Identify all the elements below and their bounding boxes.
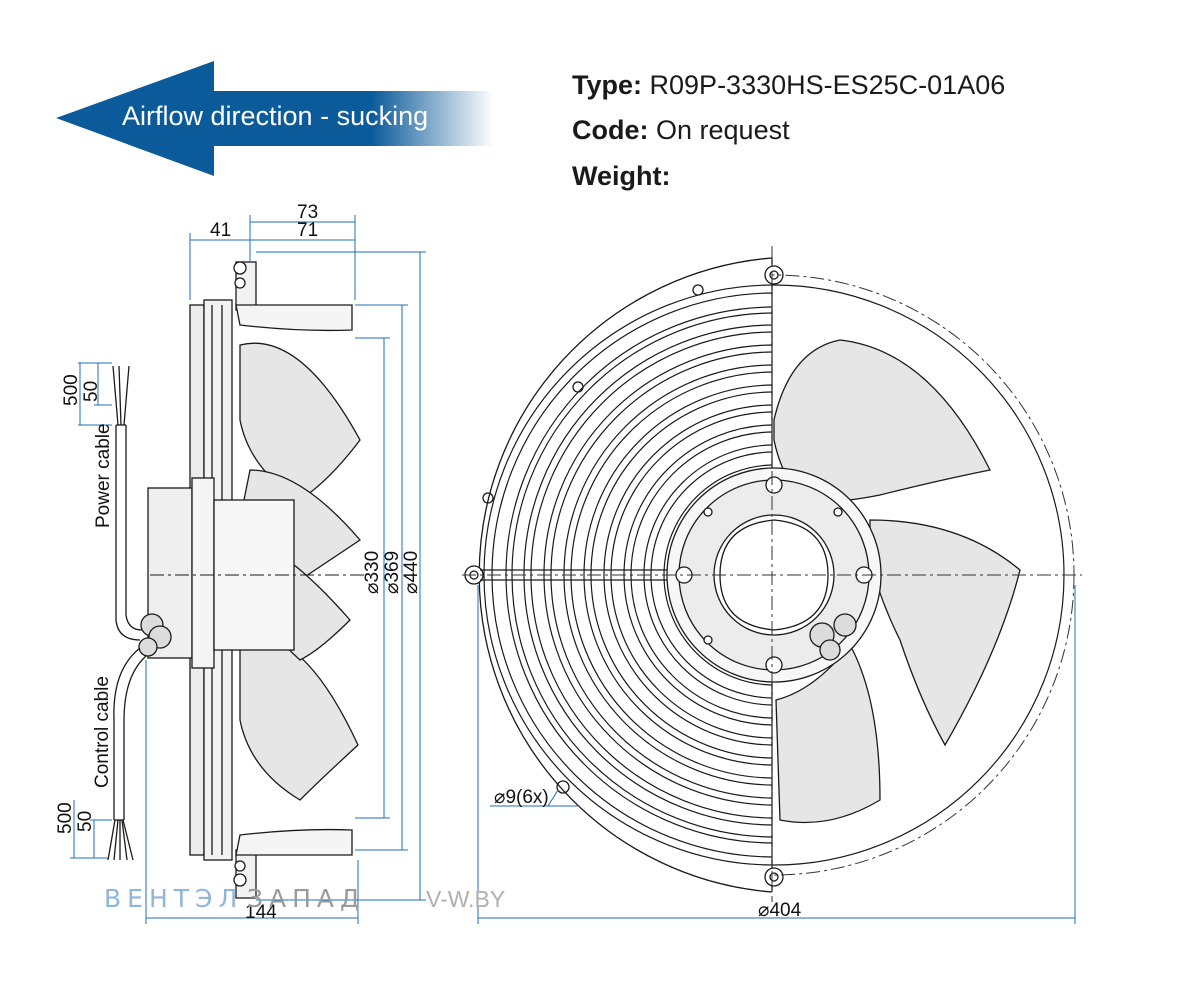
side-dimension-labels: 73 71 41 144 ⌀330 ⌀369 ⌀440 Power cable … xyxy=(55,202,422,923)
front-dimension-lines xyxy=(477,585,1076,924)
center-axes xyxy=(462,246,1082,902)
dia-404: ⌀404 xyxy=(758,900,802,921)
watermark-part1: ВЕНТЭЛ xyxy=(104,884,244,913)
code-value: On request xyxy=(656,115,790,145)
airflow-direction-label: Airflow direction - sucking xyxy=(122,101,429,131)
dim-73: 73 xyxy=(297,202,318,223)
type-label: Type: xyxy=(572,70,643,100)
watermark-part2: ЗАПАД xyxy=(247,884,366,913)
control-cable-label: Control cable xyxy=(92,676,113,788)
watermark-site: V-W.BY xyxy=(426,886,506,912)
side-view xyxy=(107,261,368,899)
control-500: 500 xyxy=(55,802,76,834)
dia-330: ⌀330 xyxy=(362,551,383,594)
airflow-arrow xyxy=(56,61,494,176)
front-dimension-labels: ⌀404 ⌀9(6x) xyxy=(494,787,802,921)
impeller-blades xyxy=(773,339,1021,824)
power-cable-label: Power cable xyxy=(93,423,114,528)
dim-71: 71 xyxy=(297,220,318,241)
code-row: Code: On request xyxy=(572,117,790,144)
side-dimension-lines xyxy=(70,215,426,924)
code-label: Code: xyxy=(572,115,649,145)
power-50: 50 xyxy=(81,381,102,402)
weight-label: Weight: xyxy=(572,161,671,191)
control-50: 50 xyxy=(75,811,96,832)
dia-440: ⌀440 xyxy=(401,551,422,594)
hole-note: ⌀9(6x) xyxy=(494,787,549,808)
power-500: 500 xyxy=(61,374,82,406)
type-row: Type: R09P-3330HS-ES25C-01A06 xyxy=(572,72,1005,99)
dim-41: 41 xyxy=(210,220,231,241)
type-value: R09P-3330HS-ES25C-01A06 xyxy=(649,70,1006,100)
weight-row: Weight: xyxy=(572,163,670,190)
dia-369: ⌀369 xyxy=(382,551,403,594)
dim-144: 144 xyxy=(245,902,277,923)
